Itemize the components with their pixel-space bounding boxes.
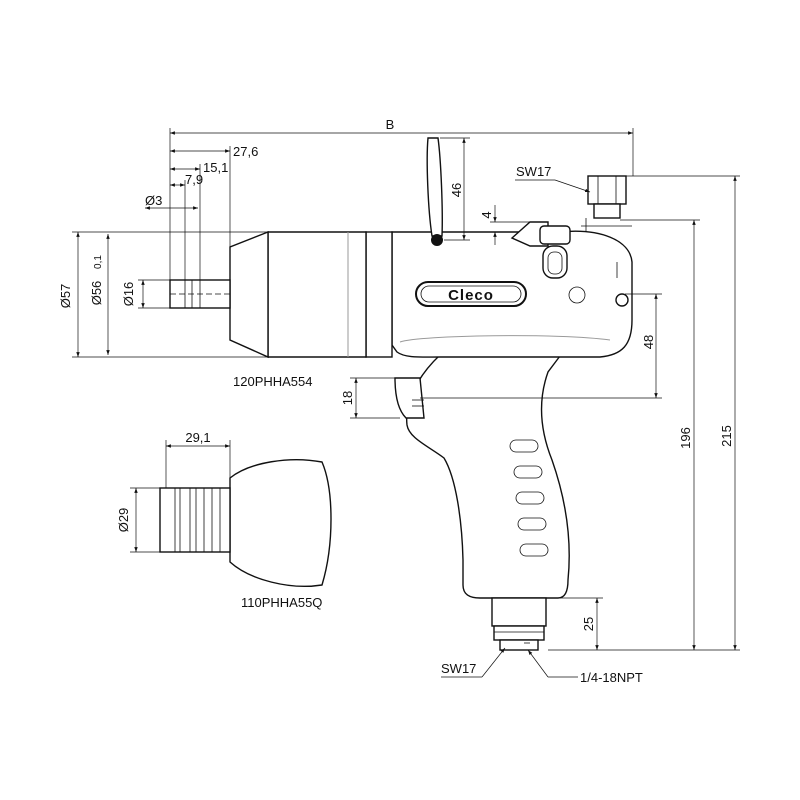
dim-7-9: 7,9	[185, 172, 203, 187]
pistol-grip	[406, 354, 570, 599]
grip-grooves	[509, 439, 549, 557]
dim-215: 215	[719, 425, 734, 447]
dim-d56: Ø56	[89, 281, 104, 306]
nose-housing	[365, 231, 393, 358]
label-thread: 1/4-18NPT	[580, 670, 643, 685]
bottom-air-inlet	[491, 597, 547, 651]
brand-logo-text: Cleco	[448, 287, 494, 304]
dimension-lines	[72, 128, 740, 678]
dim-27-6: 27,6	[233, 144, 258, 159]
dim-d57: Ø57	[58, 284, 73, 309]
callout-labels: SW17 SW17 1/4-18NPT 120PHHA554 110PHHA55…	[233, 164, 643, 685]
label-sw17-top: SW17	[516, 164, 551, 179]
trigger	[394, 377, 425, 419]
dim-d16: Ø16	[121, 282, 136, 307]
dim-d56-tolerance: 0,1	[93, 255, 104, 269]
dim-4: 4	[479, 211, 494, 218]
dim-15-1: 15,1	[203, 160, 228, 175]
brand-badge	[415, 281, 527, 307]
dim-d3: Ø3	[145, 193, 162, 208]
label-sw17-bottom: SW17	[441, 661, 476, 676]
label-model-alt: 110PHHA55Q	[241, 595, 322, 610]
dim-b: B	[386, 117, 395, 132]
dim-196: 196	[678, 427, 693, 449]
suspension-lever	[426, 137, 443, 237]
label-model-main: 120PHHA554	[233, 374, 313, 389]
alternate-head-view	[159, 459, 332, 587]
dim-d29: Ø29	[116, 508, 131, 533]
dim-46: 46	[449, 183, 464, 197]
nose-cone	[229, 230, 269, 359]
dim-29-1: 29,1	[185, 430, 210, 445]
dim-48: 48	[641, 335, 656, 349]
dimension-labels: B 27,6 15,1 7,9 Ø3 Ø57 Ø56 0,1 Ø16 46 4 …	[58, 117, 734, 631]
dim-25: 25	[581, 617, 596, 631]
rotation-icon	[568, 286, 586, 304]
dim-18: 18	[340, 391, 355, 405]
tool-side-view: Cleco	[169, 137, 633, 651]
top-air-fitting	[581, 175, 632, 232]
